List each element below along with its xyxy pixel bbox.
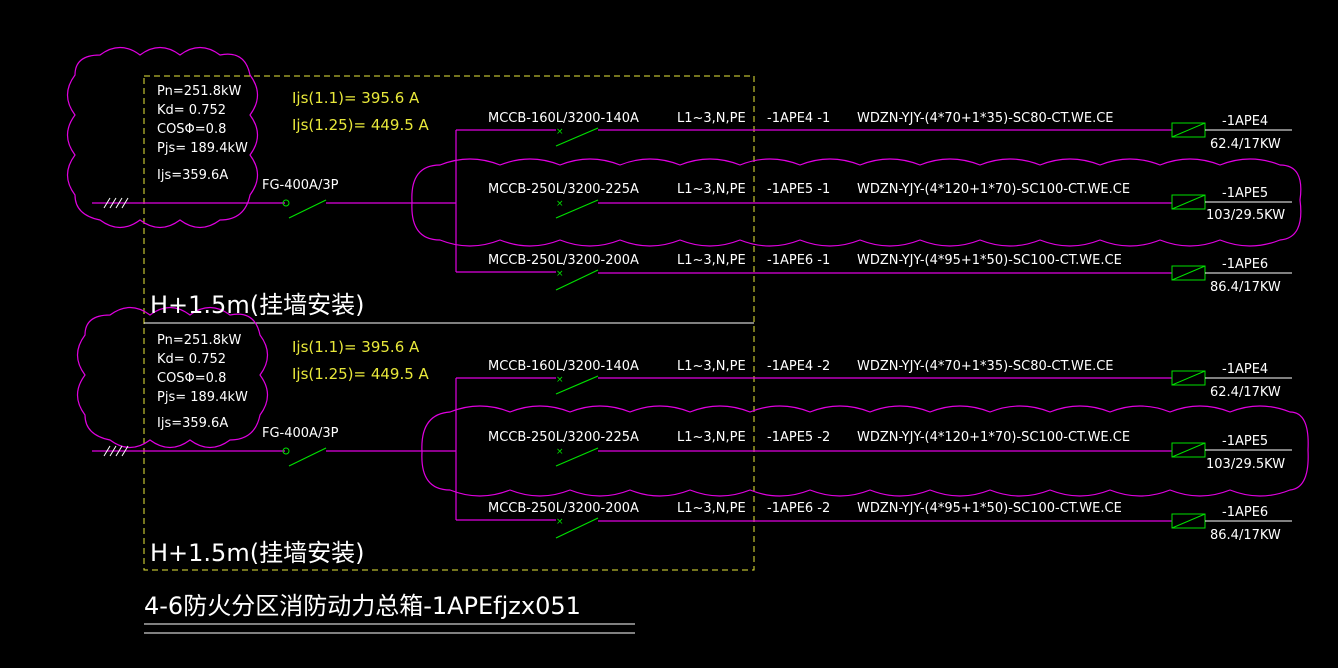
param-pn: Pn=251.8kW	[157, 84, 241, 99]
phase-label: L1~3,N,PE	[677, 111, 746, 126]
circuit-id: -1APE4 -2	[767, 359, 830, 374]
load-label: 62.4/17KW	[1210, 385, 1281, 400]
svg-text:×: ×	[556, 447, 564, 457]
dest-label: -1APE4	[1222, 362, 1268, 377]
param-kd: Kd= 0.752	[157, 352, 226, 367]
svg-text:×: ×	[556, 199, 564, 209]
main-breaker-label: FG-400A/3P	[262, 178, 339, 193]
breaker-label: MCCB-160L/3200-140A	[488, 359, 639, 374]
cable-spec: WDZN-YJY-(4*120+1*70)-SC100-CT.WE.CE	[857, 430, 1130, 445]
cable-spec: WDZN-YJY-(4*70+1*35)-SC80-CT.WE.CE	[857, 359, 1114, 374]
param-ijs: Ijs=359.6A	[157, 416, 228, 431]
section-2: Pn=251.8kW Kd= 0.752 COSΦ=0.8 Pjs= 189.4…	[92, 333, 1292, 567]
calc-ijs11: Ijs(1.1)= 395.6 A	[292, 89, 420, 107]
circuit-id: -1APE6 -1	[767, 253, 830, 268]
circuit-id: -1APE4 -1	[767, 111, 830, 126]
svg-text:×: ×	[556, 375, 564, 385]
param-pjs: Pjs= 189.4kW	[157, 390, 248, 405]
main-breaker-label: FG-400A/3P	[262, 426, 339, 441]
mount-label: H+1.5m(挂墙安装)	[150, 539, 364, 567]
main-breaker-switch	[288, 447, 327, 467]
circuit-row: MCCB-250L/3200-200A L1~3,N,PE -1APE6 -2 …	[456, 501, 1292, 543]
phase-label: L1~3,N,PE	[677, 501, 746, 516]
dest-label: -1APE6	[1222, 505, 1268, 520]
breaker-label: MCCB-250L/3200-225A	[488, 430, 639, 445]
param-ijs: Ijs=359.6A	[157, 168, 228, 183]
calc-ijs125: Ijs(1.25)= 449.5 A	[292, 116, 430, 134]
load-label: 103/29.5KW	[1206, 457, 1285, 472]
param-pn: Pn=251.8kW	[157, 333, 241, 348]
main-breaker-contact	[282, 199, 290, 207]
phase-hatch	[103, 445, 129, 457]
circuit-row: MCCB-250L/3200-225A L1~3,N,PE -1APE5 -2 …	[488, 430, 1292, 472]
cable-spec: WDZN-YJY-(4*95+1*50)-SC100-CT.WE.CE	[857, 501, 1122, 516]
circuit-row: MCCB-160L/3200-140A L1~3,N,PE -1APE4 -2 …	[456, 359, 1292, 400]
calc-ijs125: Ijs(1.25)= 449.5 A	[292, 365, 430, 383]
section-1: Pn=251.8kW Kd= 0.752 COSΦ=0.8 Pjs= 189.4…	[92, 84, 1292, 319]
load-label: 62.4/17KW	[1210, 137, 1281, 152]
phase-label: L1~3,N,PE	[677, 182, 746, 197]
dest-label: -1APE4	[1222, 114, 1268, 129]
circuit-id: -1APE6 -2	[767, 501, 830, 516]
svg-text:×: ×	[556, 269, 564, 279]
param-cos: COSΦ=0.8	[157, 122, 226, 137]
dest-label: -1APE6	[1222, 257, 1268, 272]
phase-hatch	[103, 197, 129, 209]
param-pjs: Pjs= 189.4kW	[157, 141, 248, 156]
phase-label: L1~3,N,PE	[677, 430, 746, 445]
breaker-label: MCCB-250L/3200-225A	[488, 182, 639, 197]
mount-label: H+1.5m(挂墙安装)	[150, 291, 364, 319]
cable-spec: WDZN-YJY-(4*120+1*70)-SC100-CT.WE.CE	[857, 182, 1130, 197]
breaker-label: MCCB-250L/3200-200A	[488, 501, 639, 516]
dest-label: -1APE5	[1222, 434, 1268, 449]
main-breaker-contact	[282, 447, 290, 455]
load-label: 103/29.5KW	[1206, 208, 1285, 223]
main-breaker-switch	[288, 199, 327, 219]
param-kd: Kd= 0.752	[157, 103, 226, 118]
breaker-label: MCCB-250L/3200-200A	[488, 253, 639, 268]
circuit-row: MCCB-250L/3200-225A L1~3,N,PE -1APE5 -1 …	[488, 182, 1292, 223]
circuit-row: MCCB-160L/3200-140A L1~3,N,PE -1APE4 -1 …	[456, 111, 1292, 152]
calc-ijs11: Ijs(1.1)= 395.6 A	[292, 338, 420, 356]
revision-clouds	[66, 46, 1309, 497]
cable-spec: WDZN-YJY-(4*95+1*50)-SC100-CT.WE.CE	[857, 253, 1122, 268]
circuit-id: -1APE5 -2	[767, 430, 830, 445]
cable-spec: WDZN-YJY-(4*70+1*35)-SC80-CT.WE.CE	[857, 111, 1114, 126]
param-cos: COSΦ=0.8	[157, 371, 226, 386]
phase-label: L1~3,N,PE	[677, 253, 746, 268]
dest-label: -1APE5	[1222, 186, 1268, 201]
svg-text:×: ×	[556, 517, 564, 527]
load-label: 86.4/17KW	[1210, 280, 1281, 295]
drawing-title: 4-6防火分区消防动力总箱-1APEfjzx051	[144, 592, 581, 620]
svg-text:×: ×	[556, 127, 564, 137]
circuit-id: -1APE5 -1	[767, 182, 830, 197]
load-label: 86.4/17KW	[1210, 528, 1281, 543]
breaker-label: MCCB-160L/3200-140A	[488, 111, 639, 126]
circuit-row: MCCB-250L/3200-200A L1~3,N,PE -1APE6 -1 …	[456, 253, 1292, 295]
phase-label: L1~3,N,PE	[677, 359, 746, 374]
